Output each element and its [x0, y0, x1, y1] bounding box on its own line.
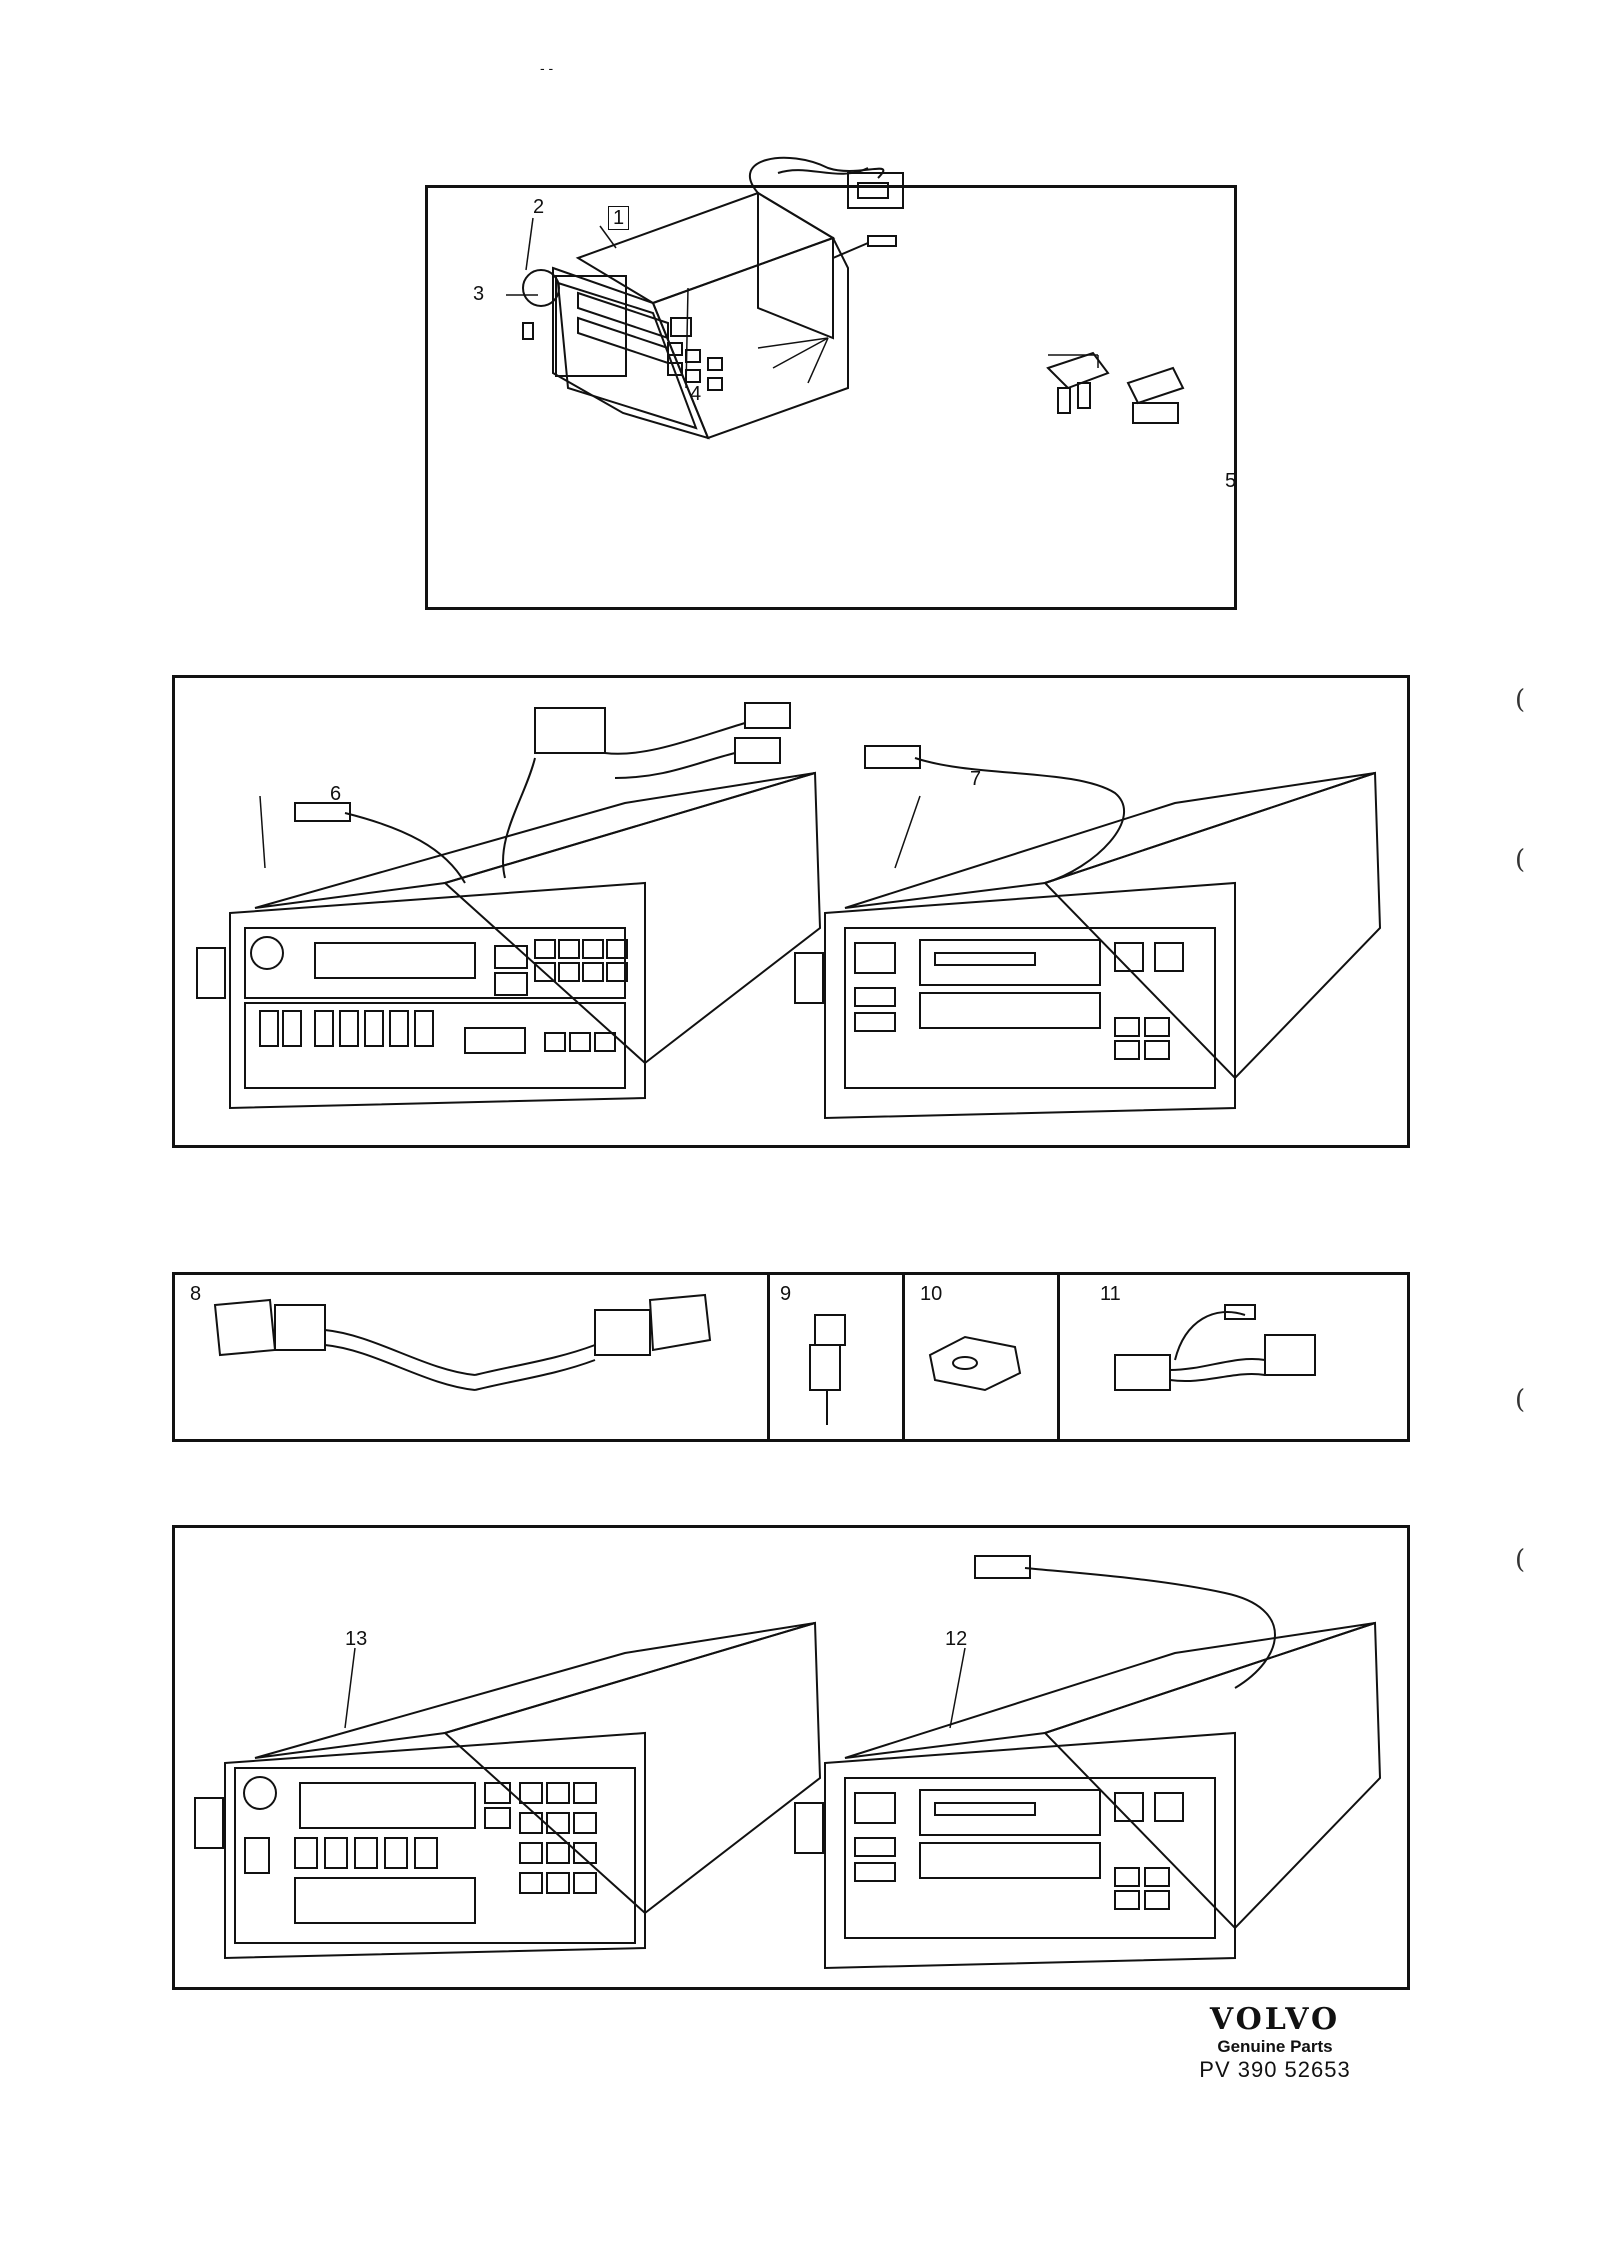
margin-mark-3: ( — [1515, 1385, 1526, 1415]
margin-mark-4: ( — [1515, 1545, 1526, 1575]
callout-3: 3 — [473, 283, 485, 305]
callout-1: 1 — [608, 206, 630, 230]
radio-cassette-unit-drawing — [439, 156, 1185, 440]
divider-8-9 — [767, 1275, 770, 1439]
panel-cables-and-accessories: 8 9 10 11 — [172, 1272, 1410, 1442]
callout-8: 8 — [190, 1283, 202, 1305]
callout-13: 13 — [345, 1628, 368, 1650]
divider-9-10 — [902, 1275, 905, 1439]
panel-radio-and-cd-players: 6 7 — [172, 675, 1410, 1148]
panel-radio-and-cd-players-alt: 13 12 — [172, 1525, 1410, 1990]
top-dash-mark: - - — [540, 60, 554, 76]
panel-radio-cassette-kit: 1 2 3 4 5 — [425, 156, 1237, 610]
margin-mark-1: ( — [1515, 685, 1526, 715]
genuine-parts-label: Genuine Parts — [1217, 2037, 1333, 2056]
callout-9: 9 — [780, 1283, 792, 1305]
callout-5-label: 5 — [1225, 470, 1237, 492]
callout-2: 2 — [533, 196, 545, 218]
accessories-drawing — [213, 1293, 1316, 1425]
callout-10: 10 — [920, 1283, 943, 1305]
callout-12: 12 — [945, 1628, 968, 1650]
callout-6: 6 — [330, 783, 342, 805]
volvo-logo: VOLVO — [1209, 2002, 1341, 2037]
radio-and-cd-units-alt-drawing — [194, 1555, 1382, 1970]
margin-mark-2: ( — [1515, 845, 1526, 875]
part-code: PV 390 52653 — [1199, 2057, 1351, 2082]
callout-4: 4 — [690, 383, 702, 405]
divider-10-11 — [1057, 1275, 1060, 1439]
volvo-footer: VOLVO Genuine Parts PV 390 52653 — [1180, 2002, 1370, 2083]
callout-11: 11 — [1100, 1283, 1121, 1305]
callout-7: 7 — [970, 768, 982, 790]
radio-and-cd-units-drawing — [196, 702, 1382, 1120]
